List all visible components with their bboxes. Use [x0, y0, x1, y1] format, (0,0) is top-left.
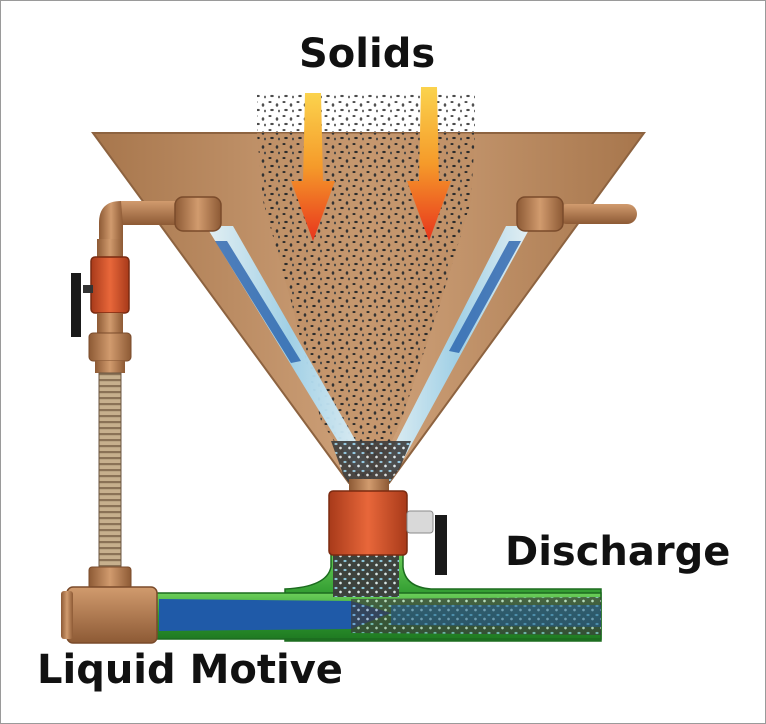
- down-arrow-icon: [291, 93, 335, 241]
- discharge-pipe: [150, 550, 602, 642]
- down-arrow-icon: [407, 87, 451, 241]
- motive-supply-line: [71, 239, 132, 590]
- hopper: [91, 132, 646, 484]
- discharge-label: Discharge: [505, 529, 731, 575]
- solids-cloud: [257, 93, 475, 133]
- valve-icon: [328, 479, 447, 575]
- right-nozzle: [516, 196, 637, 232]
- solids-label: Solids: [299, 31, 436, 77]
- left-nozzle: [99, 196, 222, 241]
- motive-inlet: [61, 586, 158, 644]
- liquid-motive-label: Liquid Motive: [37, 647, 343, 693]
